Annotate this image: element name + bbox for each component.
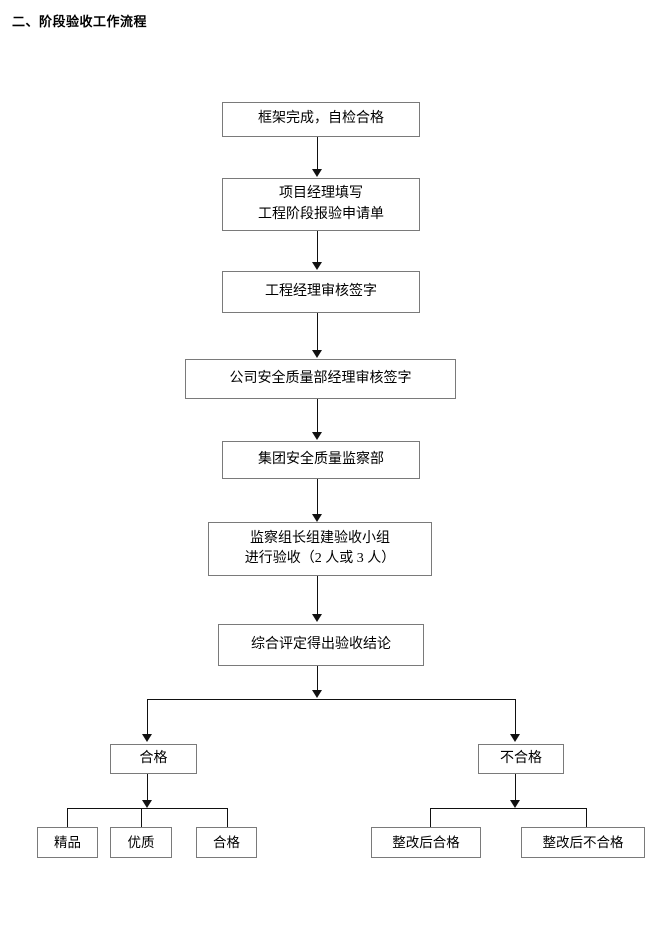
branch-bar-grades [67, 808, 227, 809]
flow-node-frame-complete: 框架完成，自检合格 [222, 102, 420, 137]
connector-n7-split [317, 666, 318, 691]
connector-fail-down [515, 774, 516, 804]
arrowhead-n4-n5 [312, 432, 322, 440]
flow-node-label: 精品 [54, 834, 81, 850]
flow-node-label: 优质 [127, 834, 155, 850]
flow-node-label: 合格 [213, 834, 240, 850]
arrowhead-n6-n7 [312, 614, 322, 622]
connector-n4-n5 [317, 399, 318, 433]
flow-node-comprehensive-evaluation-conclusion: 综合评定得出验收结论 [218, 624, 424, 666]
flow-node-label: 整改后不合格 [542, 834, 624, 850]
flow-node-label: 集团安全质量监察部 [258, 451, 384, 467]
flow-node-label: 框架完成，自检合格 [258, 111, 384, 127]
flow-node-grade-premium: 精品 [37, 827, 98, 858]
arrowhead-split-to-fail [510, 734, 520, 742]
connector-n6-n7 [317, 576, 318, 615]
connector-grade-pass [227, 808, 228, 827]
flow-node-label: 综合评定得出验收结论 [251, 636, 391, 652]
arrowhead-n5-n6 [312, 514, 322, 522]
connector-grade-quality [141, 808, 142, 827]
flow-node-label: 项目经理填写 工程阶段报验申请单 [258, 186, 384, 222]
flow-node-group-safety-quality-inspection: 集团安全质量监察部 [222, 441, 420, 479]
arrowhead-n2-n3 [312, 262, 322, 270]
flow-node-label: 公司安全质量部经理审核签字 [229, 370, 412, 386]
flow-node-label: 工程经理审核签字 [265, 283, 377, 299]
arrowhead-pass-down [142, 800, 152, 808]
connector-n3-n4 [317, 313, 318, 351]
connector-n5-n6 [317, 479, 318, 515]
connector-rectify-pass [430, 808, 431, 827]
connector-grade-excellent [67, 808, 68, 827]
flow-node-company-safety-quality-manager-sign: 公司安全质量部经理审核签字 [185, 359, 456, 399]
branch-bar-rectify [430, 808, 586, 809]
flow-node-label: 不合格 [500, 750, 542, 766]
flow-node-rectified-pass: 整改后合格 [371, 827, 481, 858]
flow-node-result-pass: 合格 [110, 744, 197, 774]
connector-n1-n2 [317, 137, 318, 170]
connector-n2-n3 [317, 231, 318, 263]
connector-split-to-fail [515, 699, 516, 735]
connector-split-to-pass [147, 699, 148, 735]
flow-node-label: 监察组长组建验收小组 进行验收（2 人或 3 人） [244, 530, 396, 566]
branch-bar-pass-fail [147, 699, 515, 700]
arrowhead-split-to-pass [142, 734, 152, 742]
arrowhead-fail-down [510, 800, 520, 808]
flow-node-result-fail: 不合格 [478, 744, 564, 774]
flow-node-label: 合格 [139, 750, 168, 766]
connector-rectify-fail [586, 808, 587, 827]
page-title: 二、阶段验收工作流程 [12, 14, 148, 29]
flow-node-grade-quality: 优质 [110, 827, 172, 858]
flow-node-rectified-fail: 整改后不合格 [521, 827, 645, 858]
flow-node-engineering-manager-sign: 工程经理审核签字 [222, 271, 420, 313]
connector-pass-down [147, 774, 148, 804]
flow-node-grade-pass: 合格 [196, 827, 257, 858]
arrowhead-n3-n4 [312, 350, 322, 358]
flow-node-pm-fill-form: 项目经理填写 工程阶段报验申请单 [222, 178, 420, 231]
flow-node-inspection-team-acceptance: 监察组长组建验收小组 进行验收（2 人或 3 人） [208, 522, 432, 576]
arrowhead-n1-n2 [312, 169, 322, 177]
flow-node-label: 整改后合格 [392, 834, 460, 850]
arrowhead-n7-split [312, 690, 322, 698]
